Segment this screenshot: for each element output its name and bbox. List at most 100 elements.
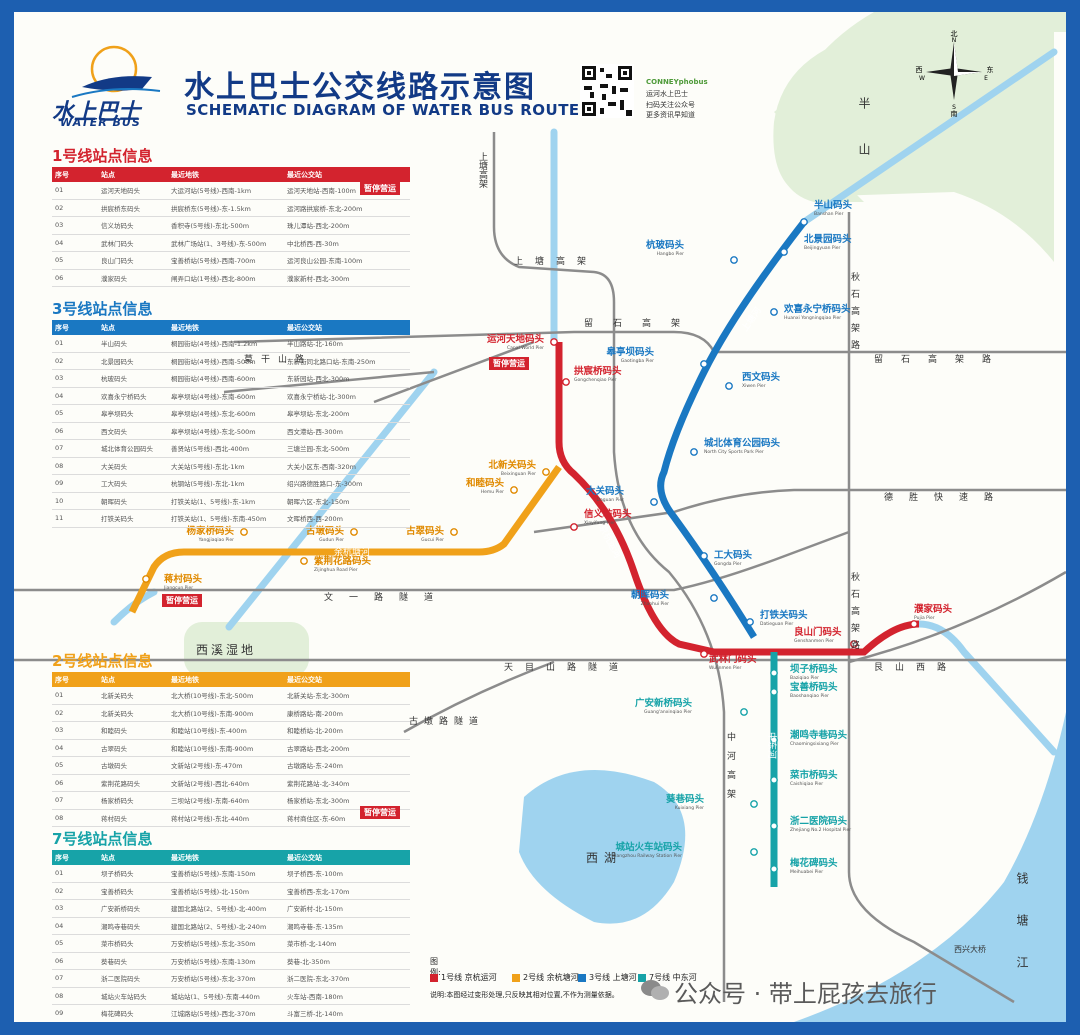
station-dot-line7[interactable] bbox=[740, 708, 748, 716]
station-dot-line7[interactable] bbox=[770, 865, 778, 873]
station-dot-line7[interactable] bbox=[770, 736, 778, 744]
station-label-line2[interactable]: 和睦码头 bbox=[465, 477, 505, 489]
table-title-1: 1号线站点信息 bbox=[52, 147, 153, 165]
table-cell: 和睦码头 bbox=[98, 721, 168, 740]
station-dot-line2[interactable] bbox=[350, 528, 358, 536]
station-label-line3[interactable]: 北景园码头 bbox=[804, 233, 852, 245]
table-cell: 04 bbox=[52, 739, 98, 757]
station-label-line3[interactable]: 半山码头 bbox=[814, 199, 853, 211]
station-label-line7[interactable]: 坝子桥码头 bbox=[790, 663, 838, 675]
station-label-line1[interactable]: 运河天地码头 bbox=[487, 333, 545, 345]
table-cell: 康桥路站-南-200m bbox=[284, 704, 410, 722]
station-dot-line2[interactable] bbox=[300, 557, 308, 565]
table-cell: 拱宸桥东码头 bbox=[98, 199, 168, 217]
station-label-line2[interactable]: 古墩码头 bbox=[306, 525, 345, 537]
station-dot-line1[interactable] bbox=[562, 378, 570, 386]
area-labels: 半山 西溪湿地 西湖 钱塘江 bbox=[196, 97, 1029, 998]
area-label-banshan: 半山 bbox=[857, 97, 871, 189]
station-label-line7[interactable]: 宝善桥码头 bbox=[790, 681, 838, 693]
station-dot-line7[interactable] bbox=[750, 848, 758, 856]
area-label-qiantang: 钱塘江 bbox=[1015, 871, 1029, 998]
station-label-en-line7: Zhejiang No.2 Hospital Pier bbox=[790, 827, 851, 833]
station-dot-line7[interactable] bbox=[770, 822, 778, 830]
station-label-line7[interactable]: 潮鸣寺巷码头 bbox=[790, 729, 848, 741]
table-header-cell: 最近公交站 bbox=[287, 675, 322, 684]
station-dot-line1[interactable] bbox=[570, 523, 578, 531]
station-dot-line3[interactable] bbox=[746, 618, 754, 626]
station-label-line1[interactable]: 武林门码头 bbox=[709, 653, 757, 665]
table-cell: 城站火车站码头 bbox=[98, 987, 168, 1005]
station-dot-line3[interactable] bbox=[700, 552, 708, 560]
station-label-line7[interactable]: 广安新桥码头 bbox=[635, 697, 693, 709]
station-label-line7[interactable]: 葵巷码头 bbox=[665, 793, 705, 805]
station-label-line1[interactable]: 濮家码头 bbox=[913, 603, 953, 615]
station-label-line3[interactable]: 杭玻码头 bbox=[646, 239, 685, 251]
station-dot-line1[interactable] bbox=[700, 650, 708, 658]
station-label-line7[interactable]: 浙二医院码头 bbox=[790, 815, 848, 827]
table-cell: 06 bbox=[52, 422, 98, 440]
station-label-line2[interactable]: 杨家桥码头 bbox=[186, 525, 234, 537]
station-label-line2[interactable]: 紫荆花路码头 bbox=[314, 555, 372, 567]
station-dot-line2[interactable] bbox=[142, 575, 150, 583]
table-header-cell: 序号 bbox=[55, 675, 69, 684]
station-dot-line3[interactable] bbox=[730, 256, 738, 264]
compass-n-en: N bbox=[952, 37, 957, 44]
station-label-line2[interactable]: 蒋村码头 bbox=[164, 573, 203, 585]
qr-code-icon[interactable] bbox=[580, 64, 634, 118]
station-dot-line7[interactable] bbox=[770, 688, 778, 696]
station-dot-line7[interactable] bbox=[770, 776, 778, 784]
station-label-line3[interactable]: 打铁关码头 bbox=[760, 609, 808, 621]
station-dot-line2[interactable] bbox=[542, 468, 550, 476]
station-dot-line7[interactable] bbox=[770, 669, 778, 677]
station-dot-line3[interactable] bbox=[800, 218, 808, 226]
station-label-line3[interactable]: 朝晖码头 bbox=[631, 589, 670, 601]
table-header-cell: 最近地铁 bbox=[171, 853, 199, 862]
station-dot-line3[interactable] bbox=[650, 498, 658, 506]
station-dot-line2[interactable] bbox=[510, 486, 518, 494]
station-dot-line2[interactable] bbox=[240, 528, 248, 536]
station-label-line7[interactable]: 城站火车站码头 bbox=[615, 841, 682, 853]
station-label-en-line1: Pujia Pier bbox=[914, 615, 935, 621]
table-cell: 三塘兰园-东北-500m bbox=[284, 439, 410, 458]
station-dot-line2[interactable] bbox=[450, 528, 458, 536]
station-label-line7[interactable]: 菜市桥码头 bbox=[789, 769, 838, 781]
station-label-line3[interactable]: 大关码头 bbox=[586, 485, 625, 497]
station-dot-line3[interactable] bbox=[780, 248, 788, 256]
table-cell: 浙二医院码头 bbox=[98, 969, 168, 988]
station-dot-line3[interactable] bbox=[725, 382, 733, 390]
table-cell: 大运河站(5号线)-西南-1km bbox=[168, 182, 284, 200]
table-cell: 武林门码头 bbox=[98, 234, 168, 252]
station-label-line3[interactable]: 城北体育公园码头 bbox=[704, 437, 781, 449]
page-subtitle: SCHEMATIC DIAGRAM OF WATER BUS ROUTES bbox=[186, 101, 591, 119]
station-label-line1[interactable]: 拱宸桥码头 bbox=[574, 365, 622, 377]
station-label-line1[interactable]: 良山门码头 bbox=[794, 626, 842, 638]
station-label-line2[interactable]: 北新关码头 bbox=[488, 459, 536, 471]
compass-s-en: S bbox=[952, 104, 956, 111]
station-dot-line1[interactable] bbox=[910, 620, 918, 628]
station-label-line2[interactable]: 古翠码头 bbox=[406, 525, 445, 537]
xixi-wetland bbox=[184, 622, 309, 677]
station-dot-line3[interactable] bbox=[700, 360, 708, 368]
table-cell: 东新街同北路口站-东南-250m bbox=[284, 352, 410, 370]
station-label-line3[interactable]: 工大码头 bbox=[714, 549, 753, 561]
station-dot-line3[interactable] bbox=[770, 308, 778, 316]
station-dot-line7[interactable] bbox=[750, 800, 758, 808]
station-dot-line3[interactable] bbox=[690, 448, 698, 456]
station-label-line7[interactable]: 梅花碑码头 bbox=[790, 857, 838, 869]
station-label-line3[interactable]: 欢喜永宁桥码头 bbox=[783, 303, 851, 315]
station-label-line3[interactable]: 皋亭坝码头 bbox=[605, 346, 654, 358]
station-label-line3[interactable]: 西文码头 bbox=[742, 371, 781, 383]
station-label-line1[interactable]: 信义坊码头 bbox=[584, 508, 632, 520]
station-dot-line1[interactable] bbox=[550, 338, 558, 346]
road-labels: 上塘高架 上塘高架 留石高架 留石高架路 秋石高架路 秋石高架路 德胜快速路 文… bbox=[244, 152, 993, 954]
station-label-en-line3: Gaotingba Pier bbox=[621, 358, 654, 364]
station-dot-line3[interactable] bbox=[710, 594, 718, 602]
table-cell: 万安桥站(5号线)-东南-130m bbox=[168, 952, 284, 970]
station-dot-line1[interactable] bbox=[850, 640, 858, 648]
